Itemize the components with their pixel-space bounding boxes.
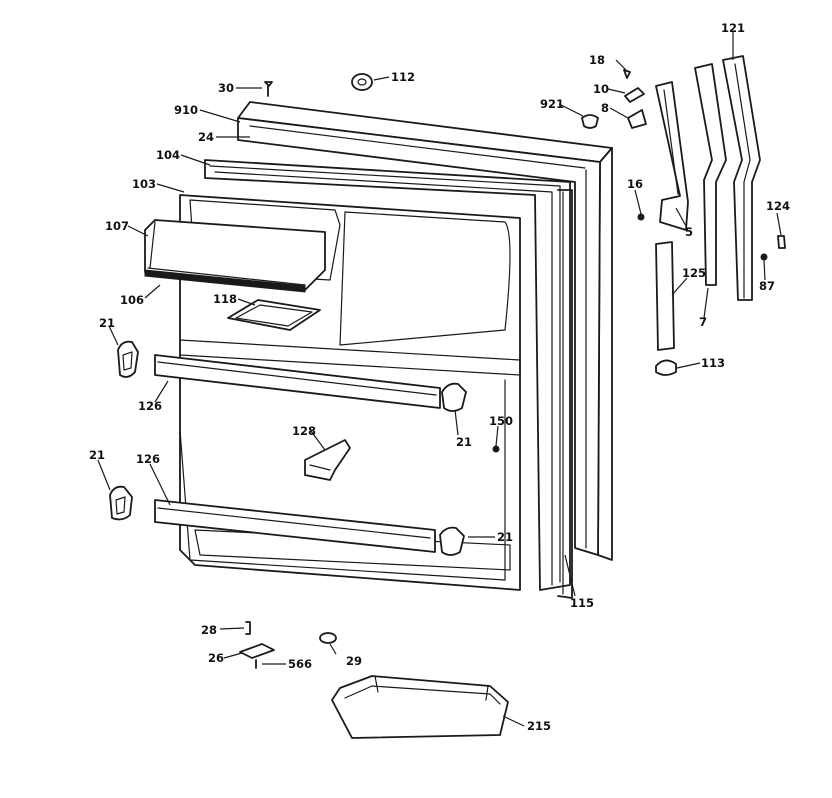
callout-115: 115	[570, 596, 594, 610]
callout-16: 16	[627, 177, 643, 191]
callout-112: 112	[391, 70, 415, 84]
callout-29: 29	[346, 654, 362, 668]
upper-shelf-bar	[154, 354, 441, 409]
callout-106: 106	[120, 293, 144, 307]
callout-87: 87	[759, 279, 775, 293]
callout-124: 124	[766, 199, 790, 213]
hinge-bracket	[637, 81, 689, 231]
lower-shelf-bar	[154, 499, 436, 553]
hinge-small-parts	[581, 69, 647, 129]
callout-104: 104	[156, 148, 180, 162]
shelf-bracket	[304, 439, 351, 481]
callout-215: 215	[527, 719, 551, 733]
callout-128: 128	[292, 424, 316, 438]
callout-566: 566	[288, 657, 312, 671]
callout-26: 26	[208, 651, 224, 665]
callout-21-upper-left: 21	[99, 316, 115, 330]
callout-21-center: 21	[456, 435, 472, 449]
door-handle	[694, 55, 786, 301]
callout-126-lower: 126	[136, 452, 160, 466]
callout-7: 7	[699, 315, 707, 329]
callout-8: 8	[601, 101, 609, 115]
callout-5: 5	[685, 225, 693, 239]
screw-150	[492, 445, 500, 453]
shelf-clips	[109, 340, 467, 556]
callout-921: 921	[540, 97, 564, 111]
callout-10: 10	[593, 82, 609, 96]
callout-121: 121	[721, 21, 745, 35]
callout-28: 28	[201, 623, 217, 637]
callout-910: 910	[174, 103, 198, 117]
callout-18: 18	[589, 53, 605, 67]
callout-113: 113	[701, 356, 725, 370]
callout-103: 103	[132, 177, 156, 191]
bottom-small-parts	[239, 621, 337, 669]
callout-21-lower-left: 21	[89, 448, 105, 462]
callout-107: 107	[105, 219, 129, 233]
callout-30: 30	[218, 81, 234, 95]
small-door-shelf	[227, 299, 321, 331]
callout-150: 150	[489, 414, 513, 428]
outer-door-panel	[237, 101, 613, 561]
door-frame	[204, 159, 571, 591]
door-gasket	[557, 189, 573, 599]
top-screw-and-plug	[264, 73, 373, 97]
dairy-compartment-door	[144, 219, 326, 293]
callout-labels: 30 112 910 24 104 103 107 106 118 21 126…	[89, 21, 790, 733]
trim-strip-and-cap	[655, 241, 677, 376]
door-bin	[331, 675, 509, 739]
leader-lines	[97, 32, 782, 727]
callout-126-upper: 126	[138, 399, 162, 413]
callout-118: 118	[213, 292, 237, 306]
callout-24: 24	[198, 130, 214, 144]
callout-125: 125	[682, 266, 706, 280]
callout-21-lower-right: 21	[497, 530, 513, 544]
